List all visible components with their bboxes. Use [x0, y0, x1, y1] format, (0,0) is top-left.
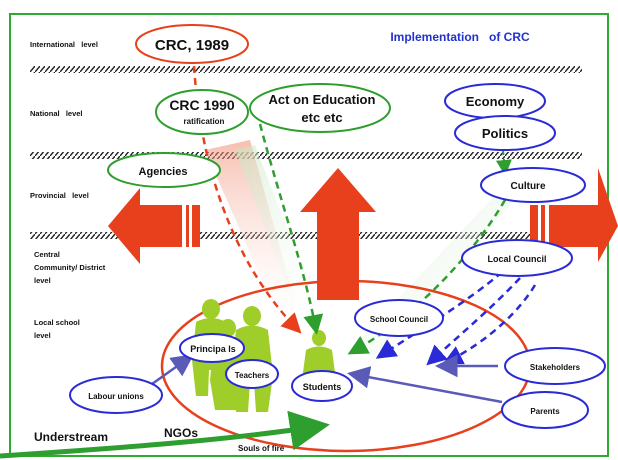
- node-agencies: [107, 152, 221, 188]
- node-politics: [454, 115, 556, 151]
- arrow-culture-to-students: [347, 199, 507, 355]
- label-students: Students: [303, 382, 342, 392]
- divider-national: [30, 152, 582, 159]
- label-parents: Parents: [530, 407, 560, 416]
- label-agencies: Agencies: [139, 166, 188, 178]
- label-teachers: Teachers: [235, 371, 270, 380]
- node-school-council: [354, 299, 444, 337]
- level-local-1: Local school: [34, 318, 80, 327]
- level-central-2: Community/ District: [34, 263, 106, 272]
- fade-band-red: [205, 140, 300, 326]
- label-act-2: etc etc: [301, 110, 342, 125]
- node-principals: [179, 333, 245, 363]
- node-stakeholders: [504, 347, 606, 385]
- arrow-labour-to-principals: [151, 354, 195, 386]
- node-culture: [480, 167, 586, 203]
- label-local-council: Local Council: [487, 254, 546, 264]
- node-crc1989: [135, 24, 249, 64]
- node-students: [291, 370, 353, 402]
- arrow-act-to-students: [258, 123, 324, 335]
- level-central-1: Central: [34, 250, 60, 259]
- level-international: International level: [30, 40, 98, 49]
- level-central-3: level: [34, 276, 51, 285]
- label-school-council: School Council: [370, 315, 428, 324]
- label-understream: Understream: [34, 430, 108, 444]
- node-labour-unions: [69, 376, 163, 414]
- left-red-arrow: [108, 188, 200, 264]
- label-ngos: NGOs: [164, 426, 198, 440]
- label-labour-unions: Labour unions: [88, 392, 144, 401]
- label-politics: Politics: [482, 126, 528, 141]
- label-act-1: Act on Education: [269, 92, 376, 107]
- up-red-arrow: [300, 168, 376, 300]
- level-national: National level: [30, 109, 83, 118]
- fade-band-green: [235, 145, 320, 320]
- divider-provincial: [30, 232, 582, 239]
- divider-international: [30, 66, 582, 73]
- understream-swoosh: [0, 410, 330, 459]
- node-act-education: [249, 83, 391, 133]
- label-souls-of-fire: Souls of fire: [238, 444, 285, 453]
- label-crc1990: CRC 1990: [169, 97, 235, 113]
- arrow-council-blue-1: [375, 271, 503, 359]
- node-teachers: [225, 359, 279, 389]
- arrow-council-blue-2: [426, 277, 521, 366]
- right-red-arrow: [530, 168, 618, 262]
- arrow-parents-to-students: [347, 366, 503, 404]
- label-economy: Economy: [466, 94, 525, 109]
- node-crc1990: [155, 89, 249, 135]
- label-ratification: ratification: [184, 117, 225, 126]
- arrow-council-blue-3: [442, 284, 537, 365]
- node-parents: [501, 391, 589, 429]
- label-principals: Principa ls: [190, 344, 236, 354]
- node-local-council: [461, 239, 573, 277]
- label-culture: Culture: [511, 181, 546, 192]
- label-stakeholders: Stakeholders: [530, 363, 581, 372]
- label-crc1989: CRC, 1989: [155, 37, 229, 54]
- diagram-title: Implementation of CRC: [390, 30, 530, 44]
- level-local-2: level: [34, 331, 51, 340]
- level-provincial: Provincial level: [30, 191, 89, 200]
- arrow-politics-to-culture: [495, 149, 512, 176]
